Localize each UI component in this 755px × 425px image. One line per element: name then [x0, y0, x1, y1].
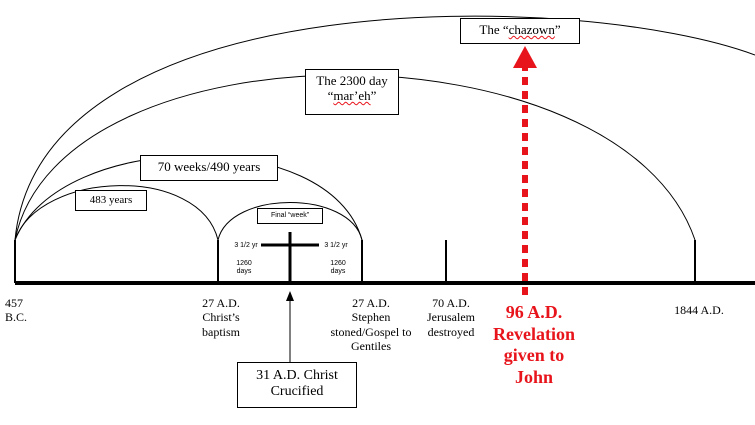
half-week-left-label: 3 1/2 yr: [234, 242, 258, 249]
arc-final-week: [217, 202, 363, 241]
days-right-label: 1260 days: [330, 260, 346, 276]
label-27b-desc: Stephen stoned/Gospel to Gentiles: [330, 310, 412, 354]
chazown-suffix: ”: [554, 22, 561, 37]
timeline-label-27-stephen: 27 A.D. Stephen stoned/Gospel to Gentile…: [328, 296, 414, 354]
chazown-box: The “chazown”: [460, 18, 580, 44]
arc-483-years: [14, 185, 219, 241]
timeline-label-457: 457 B.C.: [5, 296, 45, 325]
mareh-suffix: ”: [370, 87, 377, 103]
years-483-box: 483 years: [75, 190, 147, 211]
timeline-label-27-baptism: 27 A.D. Christ’s baptism: [188, 296, 254, 339]
label-27a-desc: Christ’s baptism: [202, 310, 240, 339]
label-27a-year: 27 A.D.: [202, 296, 240, 310]
timeline-label-1844: 1844 A.D.: [666, 303, 732, 317]
revelation-arrowhead: [513, 46, 537, 68]
days-left-label: 1260 days: [236, 260, 252, 276]
weeks-70-box: 70 weeks/490 years: [140, 155, 278, 181]
chazown-word: chazown: [508, 22, 555, 37]
days-2300-line1: The 2300 day: [316, 73, 388, 88]
revelation-line4: John: [514, 366, 554, 387]
days-2300-box: The 2300 day “mar’eh”: [305, 69, 399, 115]
label-457-year: 457: [5, 296, 23, 310]
arc-chazown: [14, 15, 755, 241]
final-week-box: Final “week”: [257, 208, 323, 224]
mareh-prefix: “: [327, 87, 334, 103]
crucified-line1: 31 A.D. Christ: [256, 368, 338, 383]
label-1844-year: 1844 A.D.: [674, 303, 724, 317]
revelation-line2: Revelation: [493, 323, 575, 344]
revelation-line1: 96 A.D.: [505, 302, 563, 322]
timeline-label-70: 70 A.D. Jerusalem destroyed: [420, 296, 482, 339]
label-70-year: 70 A.D.: [432, 296, 470, 310]
half-week-right-label: 3 1/2 yr: [324, 242, 348, 249]
revelation-callout: 96 A.D. Revelation given to John: [480, 302, 588, 388]
crucified-box: 31 A.D. Christ Crucified: [237, 362, 357, 408]
days-2300-line2: “mar’eh”: [306, 87, 398, 104]
crucified-arrowhead: [286, 291, 294, 301]
chazown-prefix: The “: [479, 22, 509, 37]
label-70-desc: Jerusalem destroyed: [427, 310, 475, 339]
revelation-line3: given to: [503, 345, 565, 366]
mareh-word: mar’eh: [333, 87, 371, 103]
label-27b-year: 27 A.D.: [352, 296, 390, 310]
crucified-line2: Crucified: [270, 384, 324, 400]
label-457-desc: B.C.: [5, 310, 28, 325]
